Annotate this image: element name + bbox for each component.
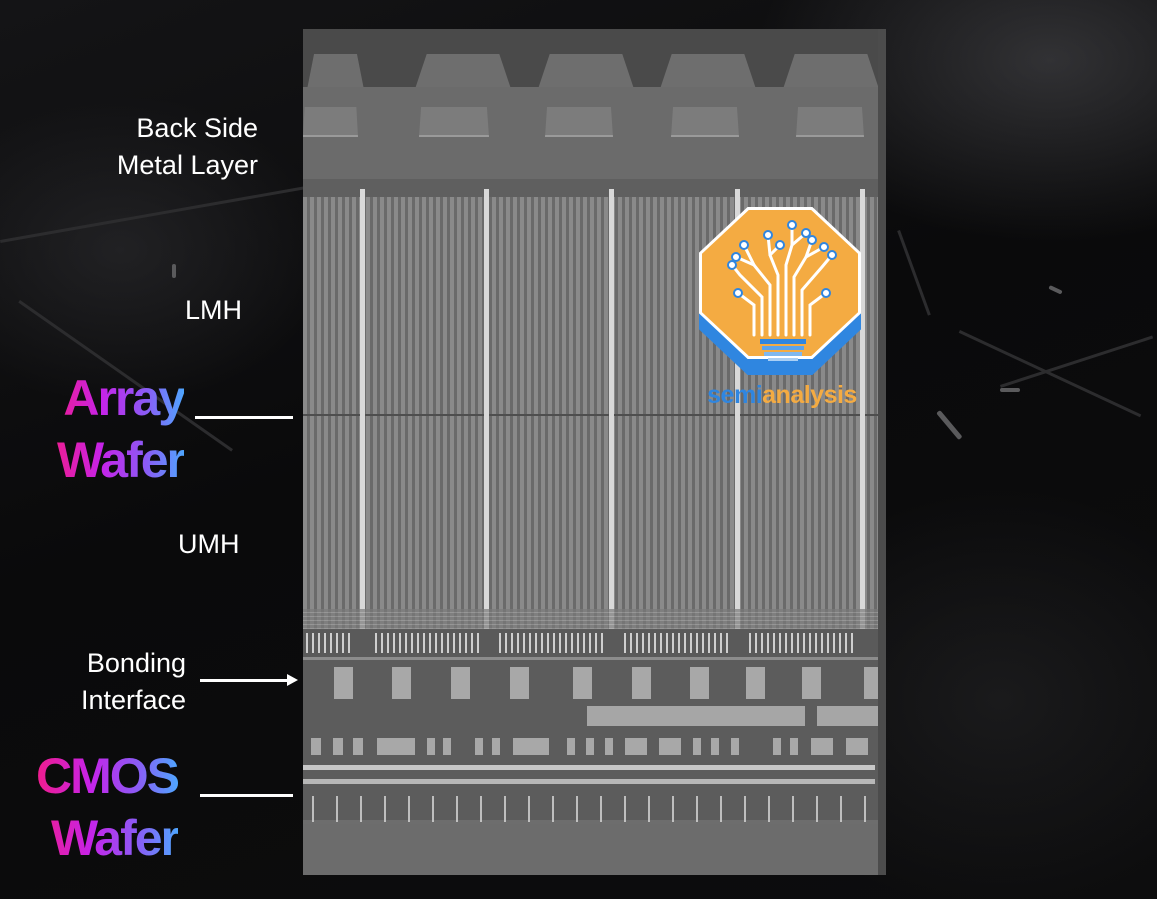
bond-pad xyxy=(451,667,470,699)
backside-metal-pad xyxy=(303,107,358,137)
cmos-pad xyxy=(311,738,321,755)
cmos-metal-bar xyxy=(587,706,805,726)
label-line: Interface xyxy=(80,685,186,715)
cmos-pad xyxy=(377,738,415,755)
array-pillar xyxy=(360,189,365,629)
label-line: Wafer xyxy=(50,810,178,866)
label-umh: UMH xyxy=(178,529,240,559)
label-line: Metal Layer xyxy=(116,150,258,180)
backside-metal-pad xyxy=(545,107,613,137)
backside-metal-pad xyxy=(796,107,864,137)
cmos-pad xyxy=(443,738,451,755)
cmos-pad xyxy=(731,738,739,755)
bg-glint xyxy=(1048,285,1063,295)
array-wafer-pointer-line xyxy=(195,416,293,419)
backside-metal-pad xyxy=(671,107,739,137)
label-cmos-wafer: CMOS Wafer xyxy=(18,745,178,869)
bonding-interface-arrow xyxy=(200,674,298,686)
sem-cross-section-image xyxy=(303,29,886,875)
cmos-pad xyxy=(659,738,681,755)
comb-contacts xyxy=(624,633,730,653)
array-deck-boundary xyxy=(303,414,886,416)
circuit-tree-lightbulb-icon xyxy=(727,220,837,361)
cmos-pad xyxy=(475,738,483,755)
label-back-side-metal: Back Side Metal Layer xyxy=(80,110,258,184)
array-pillar xyxy=(735,189,740,629)
semianalysis-logo: semianalysis xyxy=(694,205,870,410)
label-line: Array xyxy=(63,370,184,426)
bg-circuit-trace xyxy=(958,330,1142,418)
bond-pad xyxy=(392,667,411,699)
label-line: CMOS xyxy=(36,748,178,804)
label-array-wafer: Array Wafer xyxy=(34,367,184,491)
cmos-pad xyxy=(353,738,363,755)
sem-separator xyxy=(303,179,886,197)
comb-contacts xyxy=(306,633,354,653)
cmos-pad xyxy=(605,738,613,755)
cmos-pad xyxy=(427,738,435,755)
bg-glint xyxy=(1000,388,1020,392)
bg-circuit-trace xyxy=(0,184,316,243)
bond-pad xyxy=(573,667,592,699)
cmos-pad xyxy=(790,738,798,755)
cmos-pad xyxy=(846,738,868,755)
cmos-pad xyxy=(492,738,500,755)
sem-right-edge xyxy=(878,29,886,875)
backside-metal-pad xyxy=(419,107,489,137)
cmos-metal-stripe xyxy=(303,779,875,784)
backside-metal-band xyxy=(303,87,886,197)
cmos-interconnects xyxy=(303,796,886,822)
bg-glint xyxy=(936,410,963,441)
array-pillar xyxy=(609,189,614,629)
logo-text-semi: semi xyxy=(707,381,763,409)
logo-wordmark: semianalysis xyxy=(694,381,870,409)
cmos-wafer-pointer-line xyxy=(200,794,293,797)
bond-line xyxy=(303,657,886,660)
label-line: Wafer xyxy=(56,432,184,488)
bond-pad xyxy=(334,667,353,699)
cmos-pad xyxy=(567,738,575,755)
cmos-pad xyxy=(773,738,781,755)
cmos-pad xyxy=(693,738,701,755)
bg-circuit-trace xyxy=(897,230,931,316)
comb-contacts xyxy=(375,633,481,653)
cmos-pad xyxy=(513,738,549,755)
cmos-metal-stripe xyxy=(303,765,875,770)
bond-pad xyxy=(746,667,765,699)
array-pillar xyxy=(860,189,865,629)
label-bonding-interface: Bonding Interface xyxy=(40,645,186,719)
bond-pad xyxy=(632,667,651,699)
cmos-metal-bar xyxy=(817,706,886,726)
comb-contacts xyxy=(749,633,855,653)
bond-pad xyxy=(690,667,709,699)
cmos-pad xyxy=(711,738,719,755)
label-line: Back Side xyxy=(136,113,258,143)
comb-contacts xyxy=(499,633,605,653)
cmos-pad xyxy=(333,738,343,755)
bond-pad xyxy=(802,667,821,699)
logo-text-analysis: analysis xyxy=(762,381,857,409)
bond-pad xyxy=(510,667,529,699)
cmos-substrate xyxy=(303,824,886,875)
cmos-pad xyxy=(811,738,833,755)
cmos-pad xyxy=(625,738,647,755)
array-bottom-lines xyxy=(303,609,886,629)
array-pillar xyxy=(484,189,489,629)
bg-glint xyxy=(172,264,176,278)
label-lmh: LMH xyxy=(185,295,243,325)
cmos-pad xyxy=(586,738,594,755)
label-line: Bonding xyxy=(86,648,186,678)
logo-octagon xyxy=(702,210,858,356)
